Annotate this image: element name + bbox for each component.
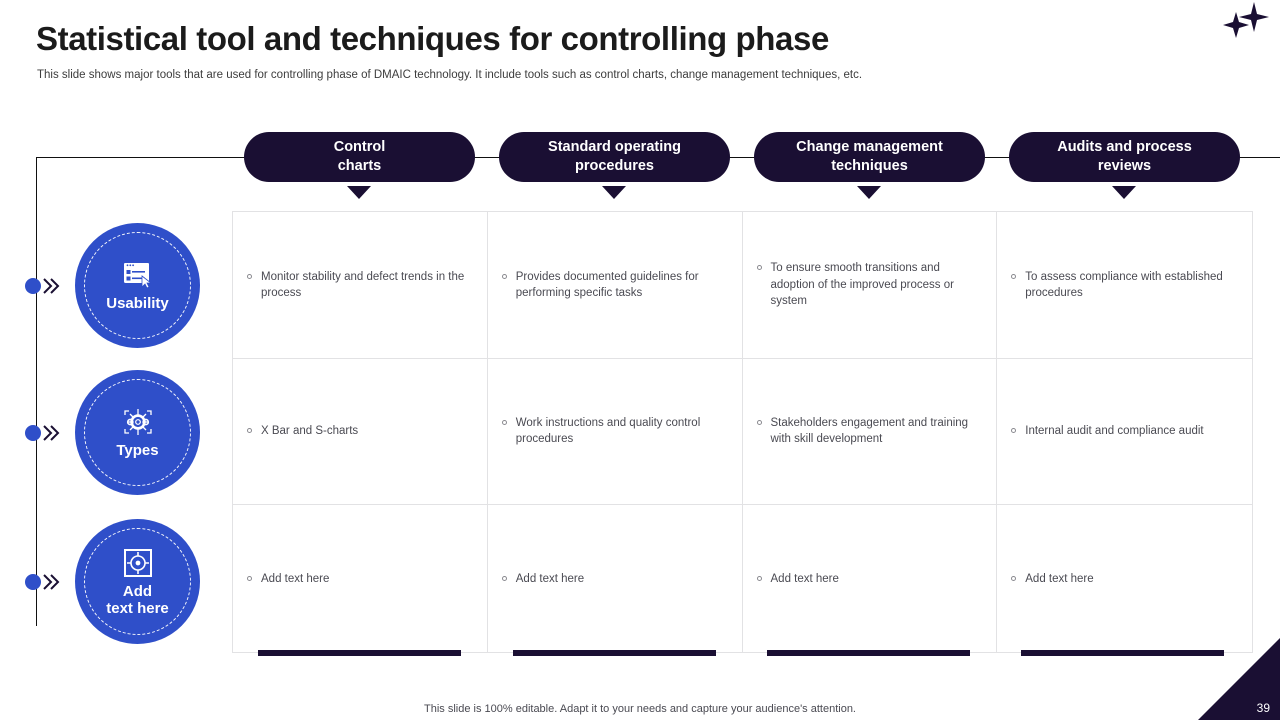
bullet-icon — [756, 420, 762, 426]
table-cell[interactable]: X Bar and S-charts — [233, 358, 488, 506]
page-number: 39 — [1256, 701, 1270, 715]
rail-node-3 — [25, 571, 71, 593]
bullet-icon — [1011, 575, 1017, 581]
cell-text: To ensure smooth transitions and adoptio… — [770, 262, 954, 307]
target-focus-icon — [121, 546, 155, 580]
row-label-line2: text here — [106, 599, 169, 617]
sparkle-icon — [1208, 0, 1272, 48]
double-chevron-right-icon — [42, 423, 64, 443]
header-line2: charts — [337, 158, 382, 174]
column-accent-bar-3 — [767, 650, 970, 656]
table-cell[interactable]: To assess compliance with established pr… — [997, 212, 1252, 359]
dot-icon — [25, 278, 41, 294]
table-cell[interactable]: Stakeholders engagement and training wit… — [742, 358, 998, 506]
header-line1: Control — [333, 139, 386, 156]
cell-text: Add text here — [770, 572, 839, 585]
table-cell[interactable]: Work instructions and quality control pr… — [487, 358, 743, 506]
rail-node-2 — [25, 422, 71, 444]
header-line2: reviews — [1097, 158, 1152, 174]
slide-footnote: This slide is 100% editable. Adapt it to… — [424, 703, 856, 715]
table-cell[interactable]: Monitor stability and defect trends in t… — [233, 212, 488, 359]
header-arrow-icon-2 — [602, 186, 626, 199]
gear-brackets-icon — [121, 405, 155, 439]
table-cell[interactable]: To ensure smooth transitions and adoptio… — [742, 212, 998, 359]
bullet-icon — [501, 575, 507, 581]
page-title: Statistical tool and techniques for cont… — [36, 20, 829, 57]
row-label-add-text[interactable]: Add text here — [75, 519, 200, 644]
row-label-usability[interactable]: Usability — [75, 223, 200, 348]
page-subtitle: This slide shows major tools that are us… — [37, 69, 863, 81]
bullet-icon — [501, 420, 507, 426]
column-header-standard-operating-procedures[interactable]: Standard operating procedures — [499, 132, 730, 182]
table-cell[interactable]: Add text here — [233, 505, 488, 652]
dot-icon — [25, 574, 41, 590]
header-line2: techniques — [831, 158, 908, 174]
bullet-icon — [247, 273, 252, 279]
bullet-icon — [247, 575, 252, 581]
bullet-icon — [756, 265, 762, 271]
rail-vertical — [36, 157, 37, 626]
cell-text: X Bar and S-charts — [261, 425, 359, 438]
row-label-types[interactable]: Types — [75, 370, 200, 495]
browser-window-cursor-icon — [121, 258, 155, 292]
double-chevron-right-icon — [42, 276, 64, 296]
row-label-text: Add text here — [106, 582, 169, 618]
column-header-change-management-techniques[interactable]: Change management techniques — [754, 132, 985, 182]
bullet-icon — [501, 273, 507, 279]
table-cell[interactable]: Add text here — [743, 505, 998, 652]
column-accent-bar-2 — [513, 650, 716, 656]
cell-text: To assess compliance with established pr… — [1025, 270, 1223, 299]
cell-text: Add text here — [261, 572, 330, 585]
bullet-icon — [247, 428, 252, 434]
corner-triangle — [1198, 638, 1280, 720]
header-line1: Standard operating — [548, 139, 681, 156]
cell-text: Add text here — [1025, 572, 1094, 585]
double-chevron-right-icon — [42, 572, 64, 592]
header-line1: Change management — [796, 139, 943, 156]
column-accent-bar-4 — [1021, 650, 1224, 656]
header-line2: procedures — [575, 158, 654, 174]
header-arrow-icon-1 — [347, 186, 371, 199]
content-grid: Monitor stability and defect trends in t… — [232, 211, 1253, 653]
cell-text: Work instructions and quality control pr… — [515, 417, 701, 446]
row-label-line1: Add — [122, 582, 153, 600]
table-cell[interactable]: Provides documented guidelines for perfo… — [487, 212, 743, 359]
bullet-icon — [756, 575, 762, 581]
header-arrow-icon-4 — [1112, 186, 1136, 199]
dot-icon — [25, 425, 41, 441]
header-arrow-icon-3 — [857, 186, 881, 199]
row-label-text: Types — [116, 442, 159, 460]
cell-text: Internal audit and compliance audit — [1025, 425, 1204, 438]
cell-text: Add text here — [515, 572, 585, 585]
column-accent-bar-1 — [258, 650, 461, 656]
column-header-audits-and-process-reviews[interactable]: Audits and process reviews — [1009, 132, 1240, 182]
bullet-icon — [1011, 428, 1017, 434]
table-cell[interactable]: Add text here — [997, 505, 1252, 652]
row-label-text: Usability — [106, 295, 169, 313]
cell-text: Stakeholders engagement and training wit… — [770, 417, 969, 446]
table-cell[interactable]: Add text here — [488, 505, 743, 652]
table-cell[interactable]: Internal audit and compliance audit — [997, 359, 1252, 506]
cell-text: Monitor stability and defect trends in t… — [261, 270, 465, 299]
cell-text: Provides documented guidelines for perfo… — [515, 270, 699, 299]
rail-node-1 — [25, 275, 71, 297]
column-header-control-charts[interactable]: Control charts — [244, 132, 475, 182]
header-line1: Audits and process — [1057, 139, 1192, 156]
bullet-icon — [1011, 273, 1017, 279]
